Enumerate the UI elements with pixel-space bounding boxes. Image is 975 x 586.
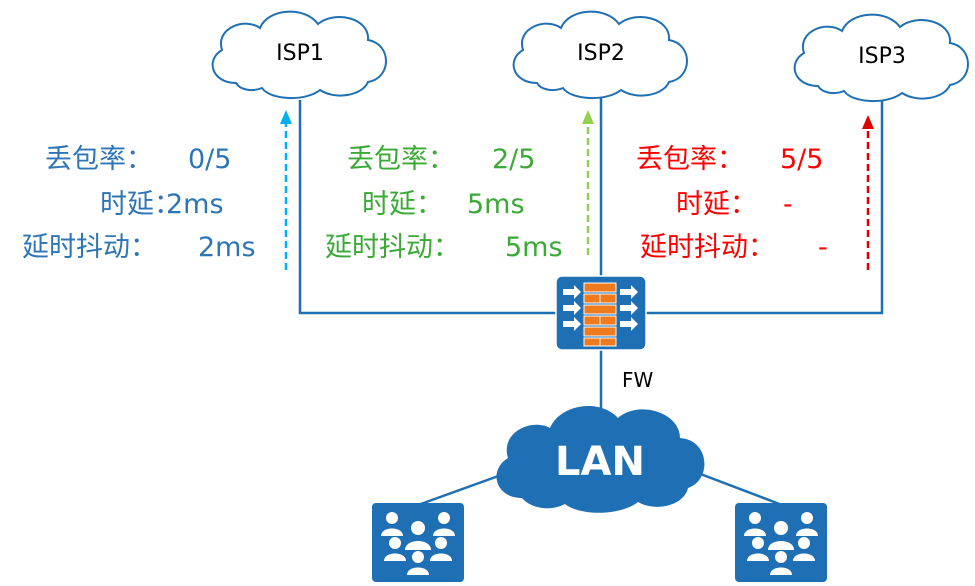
lan-label: LAN bbox=[555, 439, 645, 485]
isp3-jitter: 延时抖动：- bbox=[640, 232, 828, 263]
host-group-left bbox=[372, 503, 464, 582]
traffic-arrows-icon bbox=[563, 285, 638, 331]
isp2-cloud-shape bbox=[512, 10, 688, 100]
isp2-label: ISP2 bbox=[577, 41, 625, 66]
brick-wall-icon bbox=[583, 282, 617, 347]
link-lan-host-right bbox=[689, 468, 783, 507]
probe-arrows bbox=[280, 110, 874, 270]
firewall-device: FW bbox=[555, 275, 654, 392]
host-group-right bbox=[735, 503, 827, 582]
users-icon bbox=[744, 512, 818, 575]
isp2-delay: 时延：5ms bbox=[362, 189, 525, 220]
link-isp3-fw bbox=[646, 100, 884, 315]
arrowhead-isp1 bbox=[280, 110, 292, 124]
isp1-cloud-shape bbox=[211, 10, 387, 100]
isp1-label: ISP1 bbox=[276, 41, 324, 66]
isp2-loss: 丢包率：2/5 bbox=[347, 144, 535, 175]
link-isp1-fw bbox=[298, 100, 556, 315]
isp1-stats: 丢包率：0/5 时延：2ms 延时抖动：2ms bbox=[22, 144, 256, 263]
firewall-label: FW bbox=[622, 368, 654, 392]
isp1-jitter: 延时抖动：2ms bbox=[22, 232, 256, 263]
isp2-stats: 丢包率：2/5 时延：5ms 延时抖动：5ms bbox=[325, 144, 563, 263]
users-icon bbox=[381, 512, 455, 575]
isp3-loss: 丢包率：5/5 bbox=[636, 144, 823, 175]
connection-lines bbox=[298, 97, 884, 507]
isp2-jitter: 延时抖动：5ms bbox=[325, 232, 563, 263]
arrowhead-isp2 bbox=[582, 110, 594, 124]
lan-cloud: LAN bbox=[496, 405, 705, 513]
isp3-cloud: ISP3 bbox=[793, 13, 969, 103]
isp3-cloud-shape bbox=[793, 13, 969, 103]
isp2-cloud: ISP2 bbox=[512, 10, 688, 100]
isp1-delay: 时延：2ms bbox=[100, 189, 224, 220]
isp3-stats: 丢包率：5/5 时延：- 延时抖动：- bbox=[636, 144, 828, 263]
lan-cloud-shape bbox=[496, 405, 705, 513]
isp3-label: ISP3 bbox=[858, 44, 906, 69]
arrowhead-isp3 bbox=[862, 115, 874, 129]
isp1-cloud: ISP1 bbox=[211, 10, 387, 100]
isp1-loss: 丢包率：0/5 bbox=[45, 144, 231, 175]
isp3-delay: 时延：- bbox=[676, 189, 793, 220]
